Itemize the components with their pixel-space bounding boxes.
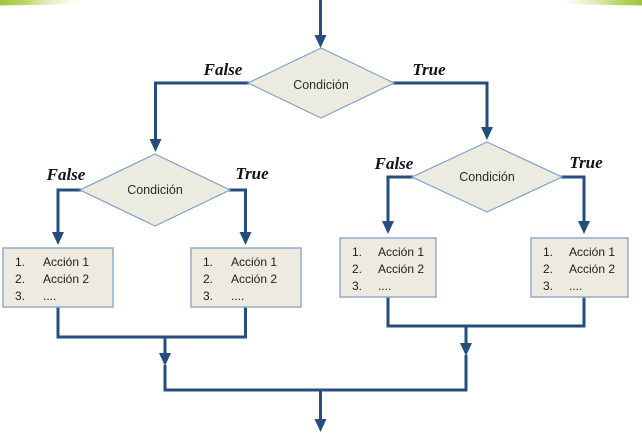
decision-top: Condición: [246, 47, 396, 119]
connector-right-merge: [386, 297, 586, 344]
connector-top-true: [393, 81, 489, 128]
arrowhead-right-false: [382, 221, 394, 234]
connector-left-true: [229, 188, 247, 233]
list-item: Acción 2: [43, 272, 89, 286]
list-item: Acción 2: [569, 262, 615, 276]
connector-right-true: [561, 175, 586, 222]
decision-right-diamond: [410, 141, 564, 213]
decision-left-diamond: [78, 153, 232, 227]
decision-top-label: Condición: [293, 78, 349, 92]
list-number: 3.: [352, 279, 362, 293]
list-number: 2.: [203, 272, 213, 286]
list-number: 1.: [203, 255, 213, 269]
list-item: Acción 1: [378, 245, 424, 259]
list-item: ....: [43, 289, 56, 303]
list-number: 3.: [15, 289, 25, 303]
connector-left-false: [56, 188, 81, 233]
arrowhead-top-false: [149, 139, 162, 152]
arrowhead-exit: [314, 419, 327, 432]
list-item: ....: [569, 279, 582, 293]
slide-top-edge-accent: [0, 0, 642, 6]
arrowhead-right-true: [578, 221, 590, 234]
branch-label-right-false: False: [374, 154, 414, 173]
arrowhead-left-false: [52, 232, 64, 245]
arrowhead-left-true: [239, 232, 252, 245]
connector-right-false: [386, 175, 413, 222]
action-box-rect: [190, 247, 302, 308]
action-box-mid-left: 1. Acción 1 2. Acción 2 3. ....: [190, 247, 302, 308]
branch-label-top-true: True: [412, 60, 446, 79]
branch-label-left-true: True: [235, 164, 269, 183]
list-number: 2.: [15, 272, 25, 286]
action-box-rect: [2, 247, 114, 308]
list-item: Acción 1: [569, 245, 615, 259]
decision-left-label: Condición: [127, 183, 183, 197]
arrowhead-left-merge: [159, 353, 171, 366]
connector-top-false: [154, 81, 249, 140]
connector-left-merge: [56, 307, 247, 354]
action-box-far-left: 1. Acción 1 2. Acción 2 3. ....: [2, 247, 114, 308]
branch-label-left-false: False: [46, 165, 86, 184]
list-item: Acción 2: [231, 272, 277, 286]
branch-label-top-false: False: [203, 60, 243, 79]
list-number: 3.: [543, 279, 553, 293]
decision-right-label: Condición: [459, 170, 515, 184]
decision-left: Condición: [78, 153, 232, 227]
action-box-far-right: 1. Acción 1 2. Acción 2 3. ....: [530, 237, 629, 298]
connector-left-continue: [163, 365, 321, 392]
decision-top-diamond: [246, 47, 396, 119]
action-box-mid-right: 1. Acción 1 2. Acción 2 3. ....: [339, 237, 437, 298]
arrowhead-top-true: [481, 127, 493, 140]
list-number: 1.: [543, 245, 553, 259]
list-number: 1.: [352, 245, 362, 259]
branch-label-right-true: True: [569, 153, 603, 172]
list-item: ....: [231, 289, 244, 303]
action-box-rect: [339, 237, 437, 298]
connector-right-continue: [320, 355, 468, 392]
arrowhead-right-merge: [460, 343, 472, 356]
connectors: [52, 0, 590, 432]
arrowhead-entry: [314, 35, 327, 48]
decision-right: Condición: [410, 141, 564, 213]
list-number: 2.: [543, 262, 553, 276]
list-number: 3.: [203, 289, 213, 303]
list-number: 2.: [352, 262, 362, 276]
action-box-rect: [530, 237, 629, 298]
list-number: 1.: [15, 255, 25, 269]
list-item: Acción 2: [378, 262, 424, 276]
list-item: Acción 1: [43, 255, 89, 269]
list-item: Acción 1: [231, 255, 277, 269]
list-item: ....: [378, 279, 391, 293]
